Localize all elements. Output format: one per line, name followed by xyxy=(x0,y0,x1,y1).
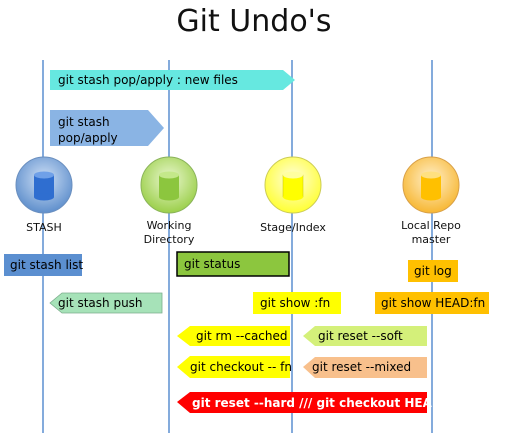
caption-working: Working Directory xyxy=(129,219,209,247)
caption-local-line1: Local Repo xyxy=(401,219,461,232)
label-reset-mixed: git reset --mixed xyxy=(312,360,412,374)
arrow-stash-pop xyxy=(50,110,164,146)
database-icon xyxy=(34,171,54,201)
box-git-log xyxy=(408,260,458,282)
caption-stage: Stage/Index xyxy=(260,221,326,234)
caption-local-line2: master xyxy=(411,233,451,246)
arrow-checkout-fn xyxy=(177,356,290,378)
arrow-stash-pop-new-files xyxy=(50,70,295,90)
label-stash-pop: git stash pop/apply xyxy=(58,114,118,146)
arrow-reset-hard xyxy=(177,392,427,413)
label-stash-pop-line1: git stash xyxy=(58,115,110,129)
label-stash-list: git stash list xyxy=(10,258,84,272)
label-reset-soft: git reset --soft xyxy=(318,329,403,343)
box-show-head-fn xyxy=(375,292,489,314)
arrow-reset-soft xyxy=(303,326,427,346)
box-show-fn xyxy=(253,292,341,314)
label-git-log: git log xyxy=(414,264,452,278)
page-title: Git Undo's xyxy=(176,4,332,39)
caption-local: Local Repo master xyxy=(391,219,471,247)
label-stash-pop-new-files: git stash pop/apply : new files xyxy=(58,73,238,87)
node-working xyxy=(140,156,198,214)
label-show-head-fn: git show HEAD:fn xyxy=(381,296,486,310)
database-icon xyxy=(282,171,304,201)
label-git-status: git status xyxy=(184,257,241,271)
box-stash-list xyxy=(4,254,82,276)
label-checkout-fn: git checkout -- fn xyxy=(190,360,292,374)
caption-working-line2: Directory xyxy=(143,233,195,246)
label-show-fn: git show :fn xyxy=(260,296,331,310)
label-stash-pop-line2: pop/apply xyxy=(58,131,118,145)
label-stash-push: git stash push xyxy=(58,296,143,310)
node-local xyxy=(402,156,460,214)
database-icon xyxy=(421,171,441,201)
database-icon xyxy=(159,171,179,201)
node-stash xyxy=(15,156,73,214)
node-stage xyxy=(264,156,322,214)
arrow-rm-cached xyxy=(177,326,290,346)
caption-stash: STASH xyxy=(26,221,62,234)
arrow-reset-mixed xyxy=(303,357,427,378)
arrow-stash-push xyxy=(49,292,163,314)
label-reset-hard: git reset --hard /// git checkout HEAD xyxy=(192,396,442,410)
box-git-status xyxy=(176,251,290,277)
caption-working-line1: Working xyxy=(146,219,192,232)
label-rm-cached: git rm --cached xyxy=(196,329,288,343)
